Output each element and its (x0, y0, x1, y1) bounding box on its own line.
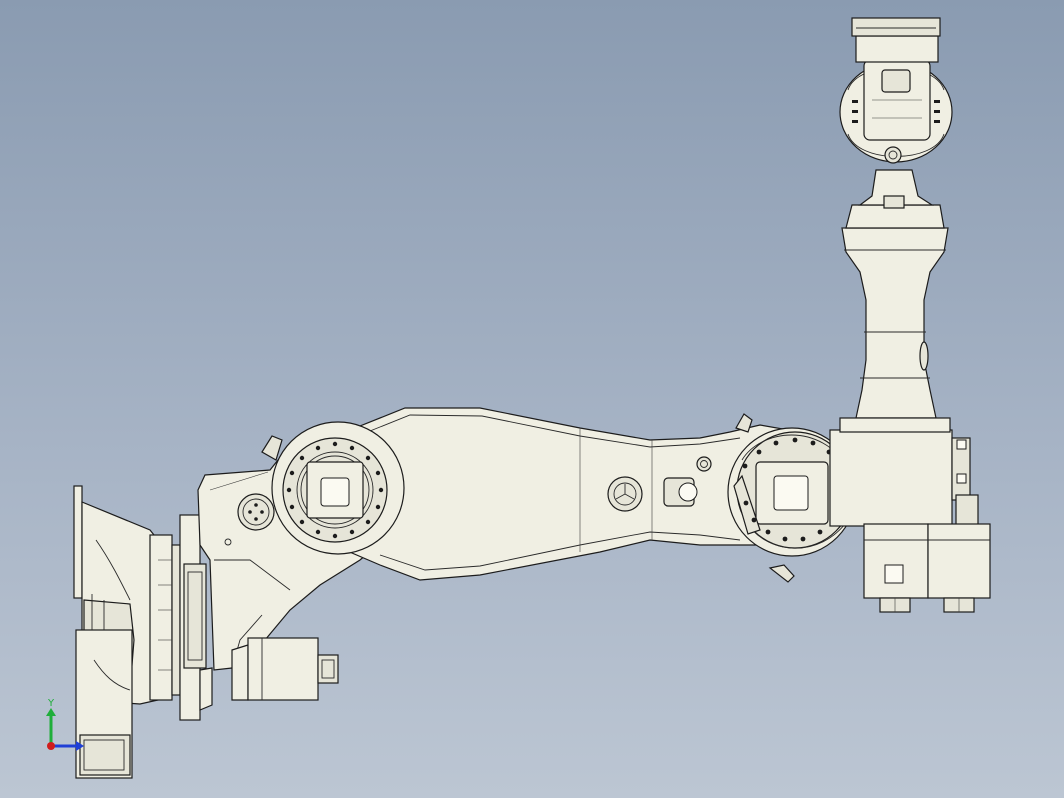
x-axis-arrowhead (76, 741, 84, 751)
wrist-head[interactable] (839, 17, 953, 164)
motor-boxes[interactable] (829, 429, 991, 613)
y-axis-arrowhead (46, 708, 56, 716)
forearm-column[interactable] (839, 169, 951, 433)
lower-motor[interactable] (231, 637, 339, 701)
shoulder-joint[interactable] (271, 421, 405, 555)
coordinate-triad: Y (46, 698, 84, 751)
origin-point (47, 742, 55, 750)
shoulder-bolt-ring (286, 441, 384, 539)
robot-base[interactable] (73, 485, 213, 779)
wrist-vent-slots (852, 100, 940, 123)
y-axis-label: Y (47, 698, 55, 709)
